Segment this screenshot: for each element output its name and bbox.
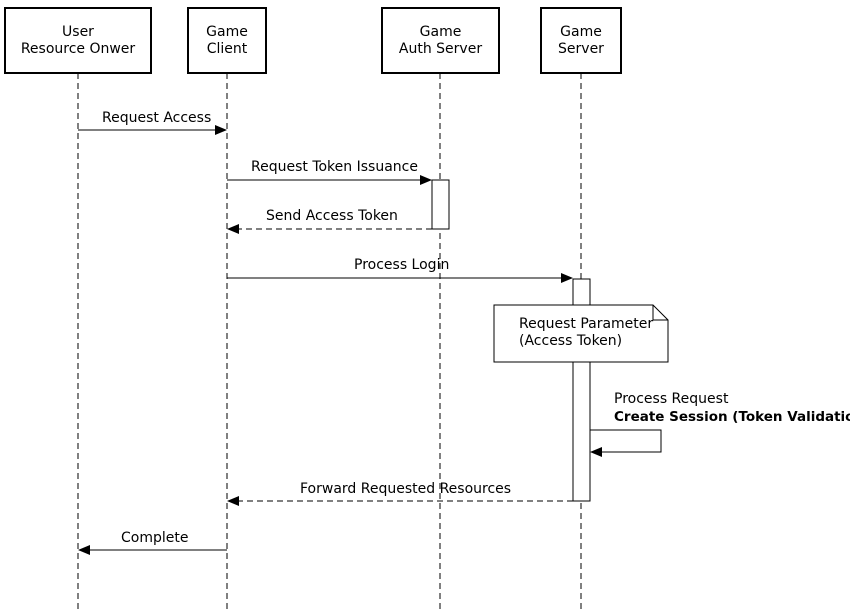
participant-auth-line2: Auth Server (398, 40, 483, 57)
activation-auth-server (431, 179, 450, 230)
participant-server-line1: Game (560, 23, 602, 40)
note-box (493, 304, 669, 363)
participant-label-auth-server: Game Auth Server (382, 8, 499, 73)
participant-user-line1: User (62, 23, 94, 40)
participant-label-game-client: Game Client (188, 8, 266, 73)
participant-box-auth-server (381, 7, 500, 74)
participant-client-line1: Game (206, 23, 248, 40)
note-fold (652, 305, 668, 321)
participant-box-game-server (540, 7, 622, 74)
label-complete: Complete (121, 530, 189, 546)
arrow-self-process-request (590, 429, 662, 457)
label-process-login: Process Login (354, 257, 450, 273)
label-request-token-issuance: Request Token Issuance (251, 159, 418, 175)
label-process-request: Process Request (614, 391, 729, 407)
label-forward-resources: Forward Requested Resources (300, 481, 512, 497)
participant-user-line2: Resource Onwer (20, 40, 136, 57)
participant-server-line2: Server (558, 40, 604, 57)
participant-label-user: User Resource Onwer (5, 8, 151, 73)
note-line1: Request Parameter (519, 316, 654, 332)
label-create-session: Create Session (Token Validation) (614, 409, 850, 425)
label-request-access: Request Access (102, 110, 212, 126)
participant-box-user (4, 7, 152, 74)
participant-box-game-client (187, 7, 267, 74)
participant-auth-line1: Game (419, 23, 462, 40)
note-line2: (Access Token) (519, 333, 623, 349)
label-send-access-token: Send Access Token (266, 208, 398, 224)
participant-client-line2: Client (206, 40, 248, 57)
participant-label-game-server: Game Server (541, 8, 621, 73)
